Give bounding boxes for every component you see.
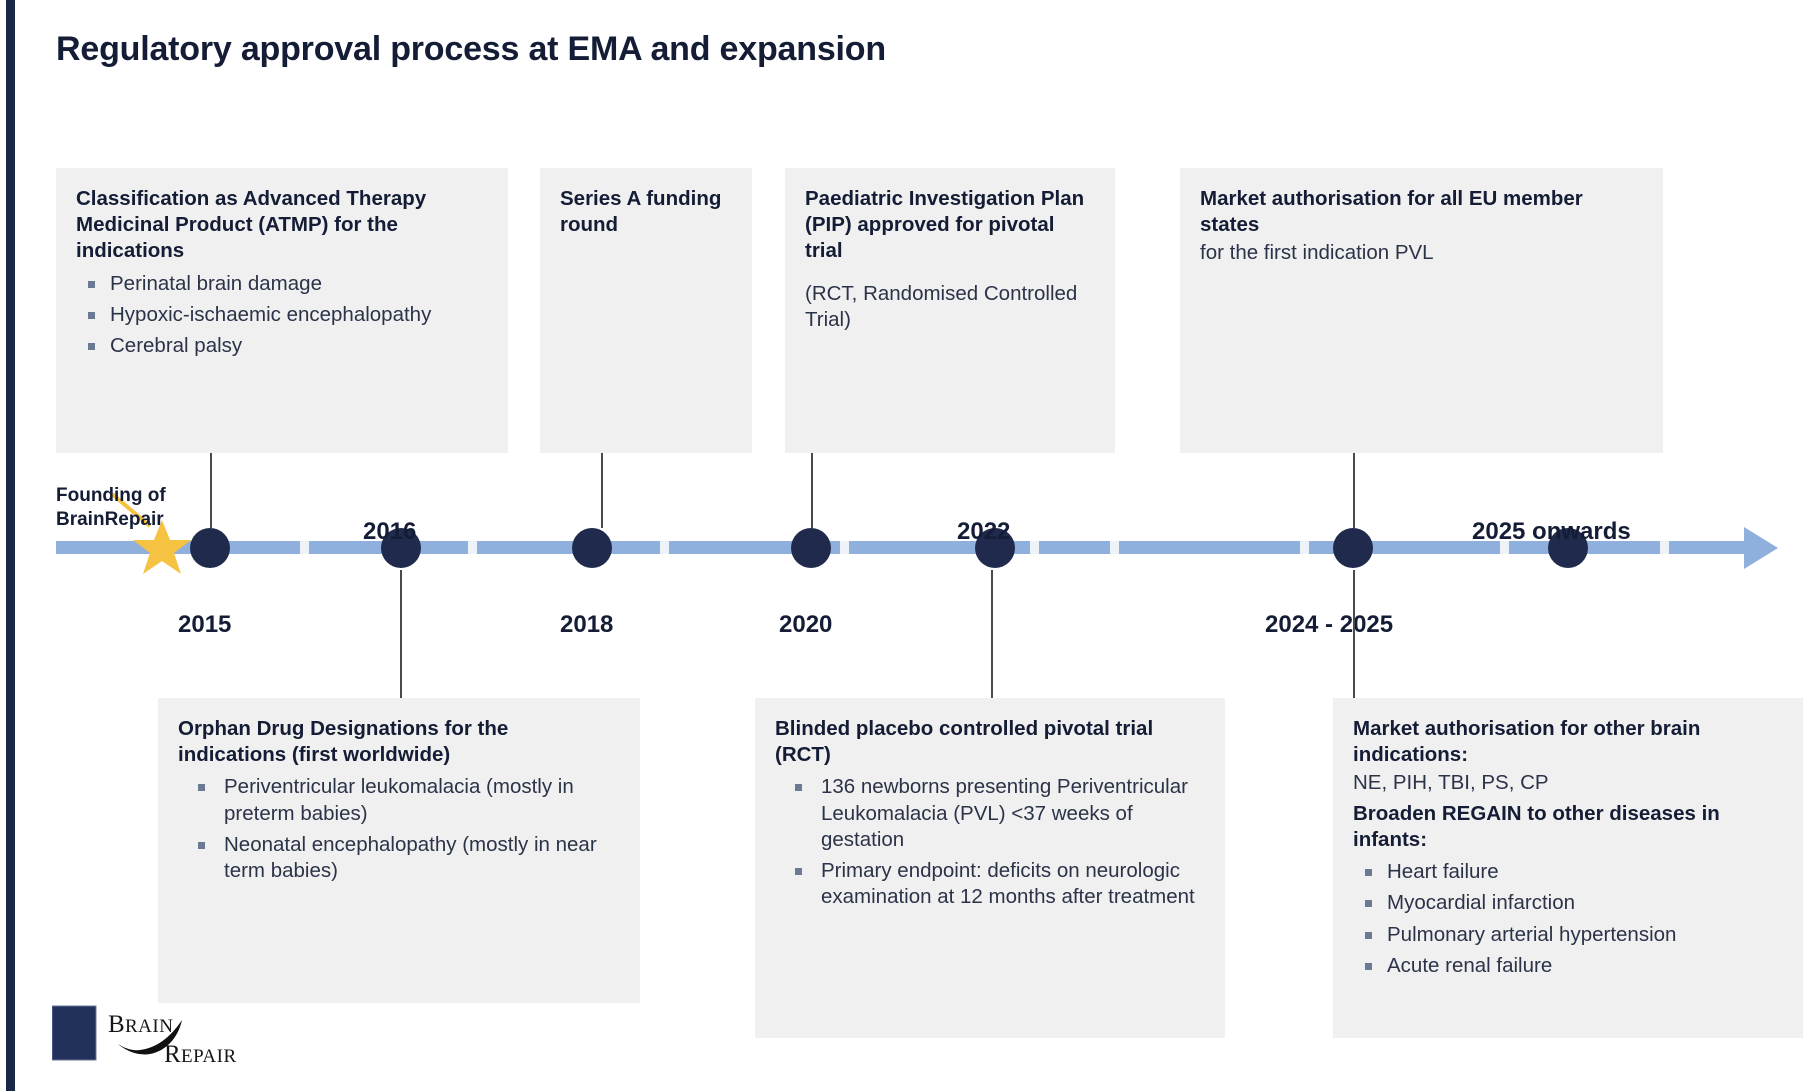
box-bullet-list: Periventricular leukomalacia (mostly in … [178,774,620,884]
box-heading-secondary: Broaden REGAIN to other diseases in infa… [1353,801,1720,851]
timeline-dot-2022[interactable] [975,528,1015,568]
box-subtext: NE, PIH, TBI, PS, CP [1353,771,1549,795]
timeline-year-2016: 2016 [363,518,417,545]
axis-segment-gap [840,541,849,554]
timeline-year-2022: 2022 [957,518,1011,545]
milestone-box-orphan-drug: Orphan Drug Designations for the indicat… [158,698,640,1003]
box-subtext: (RCT, Randomised Controlled Trial) [805,281,1078,331]
page-title: Regulatory approval process at EMA and e… [56,30,886,68]
founding-label-line2: BrainRepair [56,508,164,530]
box-heading: Market authorisation for other brain ind… [1353,717,1701,767]
axis-segment-gap [1110,541,1119,554]
axis-segment-gap [1030,541,1039,554]
svg-text:B: B [108,1011,125,1038]
axis-segment-gap [1300,541,1309,554]
box-subtext: for the first indication PVL [1200,241,1434,265]
axis-segment-gap [468,541,477,554]
box-bullet-list: 136 newborns presenting Periventricular … [775,774,1205,910]
connector-line-series-a [601,453,603,528]
milestone-box-market-auth-other: Market authorisation for other brain ind… [1333,698,1803,1038]
box-heading: Paediatric Investigation Plan (PIP) appr… [805,187,1085,263]
milestone-box-atmp: Classification as Advanced Therapy Medic… [56,168,508,453]
milestone-box-market-auth-eu: Market authorisation for all EU member s… [1180,168,1663,453]
axis-segment-gap [1660,541,1669,554]
timeline-dot-2025-onwards[interactable] [1548,528,1588,568]
axis-segment-gap [1500,541,1509,554]
connector-line-market-eu [1353,453,1355,528]
list-item: Primary endpoint: deficits on neurologic… [775,858,1205,910]
list-item: Pulmonary arterial hypertension [1353,922,1783,948]
list-item: Neonatal encephalopathy (mostly in near … [178,832,620,884]
milestone-box-pivotal-trial: Blinded placebo controlled pivotal trial… [755,698,1225,1038]
timeline-dot-2024-2025[interactable] [1333,528,1373,568]
box-heading: Orphan Drug Designations for the indicat… [178,717,509,767]
svg-text:R: R [164,1041,181,1068]
connector-line-pip [811,453,813,528]
left-accent-stripe [6,0,15,1091]
connector-line-atmp [210,453,212,528]
timeline-year-2018: 2018 [560,611,614,638]
founding-marker-label: Founding of BrainRepair [56,484,166,532]
timeline-axis [56,541,1748,554]
timeline-dot-2020[interactable] [791,528,831,568]
timeline-year-2020: 2020 [779,611,833,638]
box-heading: Classification as Advanced Therapy Medic… [76,187,427,263]
svg-text:RAIN: RAIN [125,1016,173,1037]
founding-label-line1: Founding of [56,485,166,506]
connector-line-pivotal-trial [991,570,993,698]
svg-text:EPAIR: EPAIR [181,1046,237,1067]
list-item: Periventricular leukomalacia (mostly in … [178,774,620,826]
timeline-dot-2015[interactable] [190,528,230,568]
connector-line-orphan-drug [400,570,402,698]
list-item: Cerebral palsy [76,333,488,359]
box-bullet-list: Perinatal brain damage Hypoxic-ischaemic… [76,271,488,360]
box-heading: Series A funding round [560,187,722,237]
star-leader-line [110,492,152,528]
timeline-dot-2018[interactable] [572,528,612,568]
box-heading: Blinded placebo controlled pivotal trial… [775,717,1154,767]
connector-line-market-other [1353,570,1355,698]
axis-segment-gap [300,541,309,554]
milestone-box-series-a: Series A funding round [540,168,752,453]
star-icon [133,520,191,574]
list-item: 136 newborns presenting Periventricular … [775,774,1205,853]
timeline-year-2025-onwards: 2025 onwards [1472,518,1631,545]
list-item: Acute renal failure [1353,953,1783,979]
timeline-year-2024-2025: 2024 - 2025 [1265,611,1394,638]
list-item: Hypoxic-ischaemic encephalopathy [76,302,488,328]
timeline-dot-2016[interactable] [381,528,421,568]
timeline-arrow-icon [1744,527,1778,569]
list-item: Perinatal brain damage [76,271,488,297]
timeline-year-2015: 2015 [178,611,232,638]
box-bullet-list: Heart failure Myocardial infarction Pulm… [1353,859,1783,979]
brainrepair-logo: B RAIN R EPAIR [52,1005,237,1068]
box-heading: Market authorisation for all EU member s… [1200,187,1583,237]
milestone-box-pip: Paediatric Investigation Plan (PIP) appr… [785,168,1115,453]
list-item: Heart failure [1353,859,1783,885]
axis-segment-gap [660,541,669,554]
list-item: Myocardial infarction [1353,890,1783,916]
